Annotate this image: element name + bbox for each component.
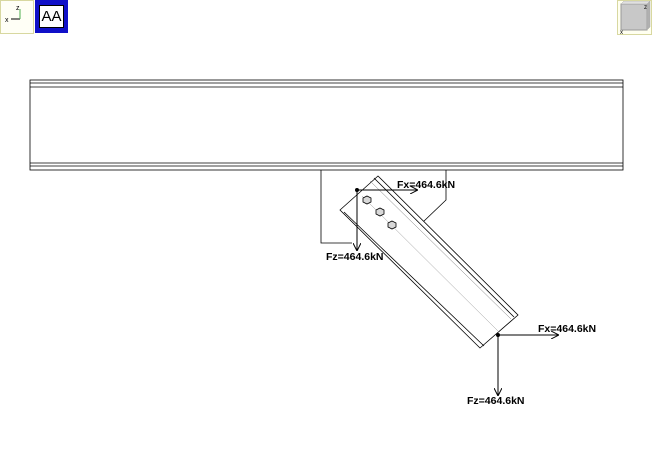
- antialias-label: AA: [39, 5, 64, 28]
- antialias-toggle-button[interactable]: AA: [35, 0, 68, 33]
- gusset-plate-left-edge: [320, 170, 352, 244]
- load-point-1[interactable]: [356, 189, 418, 251]
- main-beam-outline: [29, 79, 624, 171]
- load-point-2[interactable]: [497, 334, 559, 396]
- load-1-fx-label: Fx=464.6kN: [397, 179, 455, 191]
- diagonal-brace-flange-line-2: [373, 177, 515, 318]
- view-cube[interactable]: z x: [617, 0, 652, 36]
- diagonal-brace-centerline: [361, 195, 500, 333]
- axis-x-label: x: [5, 17, 9, 24]
- load-1-fz-label: Fz=464.6kN: [326, 251, 384, 263]
- bolt-2[interactable]: [375, 207, 385, 217]
- diagonal-brace-web-line: [369, 180, 512, 320]
- axis-triad-widget: x z: [0, 0, 34, 34]
- bolt-3[interactable]: [387, 220, 397, 230]
- load-2-fx-label: Fx=464.6kN: [538, 323, 596, 335]
- gusset-plate[interactable]: [320, 170, 447, 244]
- axis-z-label: z: [16, 5, 20, 12]
- diagonal-brace-outline: [339, 175, 519, 349]
- view-cube-x-label: x: [620, 30, 623, 36]
- view-cube-icon: z x: [620, 0, 651, 36]
- bolt-1[interactable]: [362, 195, 372, 205]
- diagonal-brace[interactable]: [339, 175, 519, 349]
- gusset-plate-right-edge: [422, 170, 447, 223]
- diagonal-brace-flange-line-1: [343, 211, 485, 347]
- bolt-group[interactable]: [362, 195, 397, 230]
- main-beam[interactable]: [29, 79, 624, 171]
- view-cube-z-label: z: [644, 5, 647, 11]
- load-2-fz-label: Fz=464.6kN: [467, 395, 525, 407]
- axis-triad-icon: x z: [5, 5, 21, 24]
